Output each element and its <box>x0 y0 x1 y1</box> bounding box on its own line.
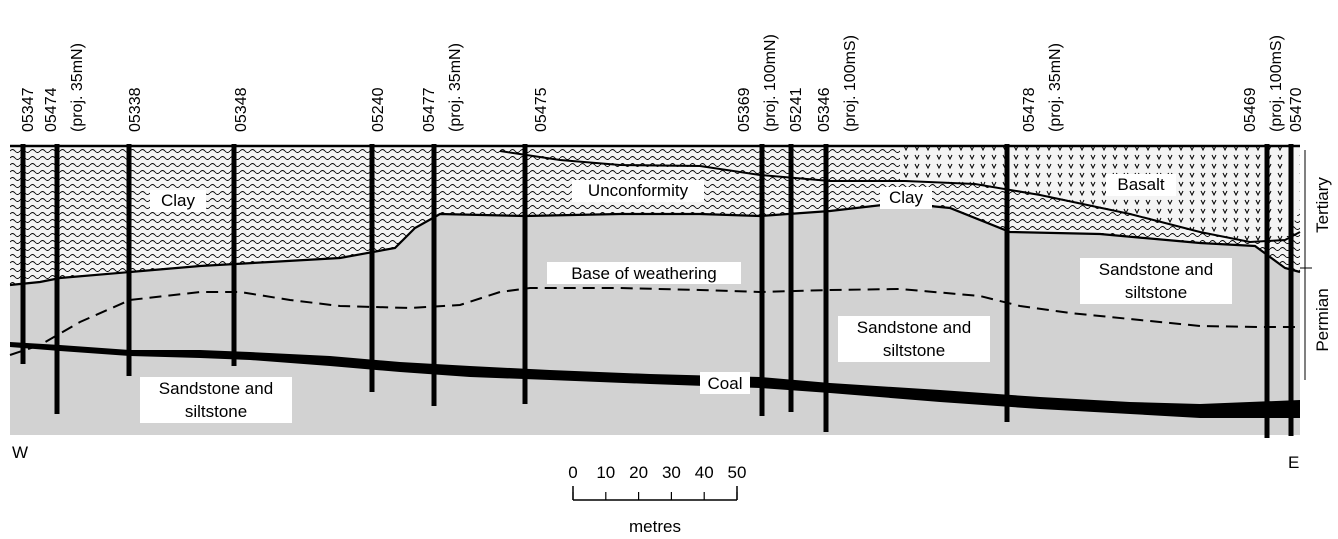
scale-tick-label: 30 <box>662 463 681 482</box>
well-projection-label: (proj. 35mN) <box>69 43 86 132</box>
sandstone-label-right-group: Sandstone and siltstone <box>1080 258 1232 304</box>
well-id-label: 05469 <box>1242 87 1259 132</box>
scale-tick-label: 10 <box>596 463 615 482</box>
scale-tick-label: 20 <box>629 463 648 482</box>
well-id-label: 05369 <box>736 87 753 132</box>
scale-tick-label: 50 <box>728 463 747 482</box>
unconformity-line <box>499 150 1301 244</box>
basalt-body <box>900 145 1300 242</box>
clay-label-left-group: Clay <box>150 190 206 212</box>
unconformity-label: Unconformity <box>588 181 689 200</box>
basalt-label-group: Basalt <box>1106 174 1176 196</box>
west-label: W <box>12 443 28 462</box>
clay-label-left: Clay <box>161 191 196 210</box>
permian-label: Permian <box>1313 288 1332 351</box>
well-labels: 05347 05474 (proj. 35mN) 05338 05348 05240 054… <box>20 34 1305 132</box>
basalt-label: Basalt <box>1117 175 1165 194</box>
well-id-label: 05474 <box>43 87 60 132</box>
sandstone-label-right-line1: Sandstone and <box>1099 260 1213 279</box>
base-of-weathering-line <box>9 287 1300 356</box>
boreholes <box>20 144 1294 438</box>
well-id-label: 05346 <box>816 87 833 132</box>
well-id-label: 05478 <box>1021 87 1038 132</box>
sandstone-label-mid-line1: Sandstone and <box>857 318 971 337</box>
base-weathering-label: Base of weathering <box>571 264 717 283</box>
scale-tick-label: 0 <box>568 463 577 482</box>
well-id-label: 05338 <box>127 87 144 132</box>
coal-label-group: Coal <box>700 372 750 394</box>
coal-seam <box>10 342 1300 418</box>
well-projection-label: (proj. 100mS) <box>1268 35 1285 132</box>
well-id-label: 05470 <box>1288 87 1305 132</box>
clay-label-right-group: Clay <box>880 187 932 209</box>
well-id-label: 05348 <box>233 87 250 132</box>
well-id-label: 05240 <box>370 87 387 132</box>
base-of-clay-line <box>9 201 1301 287</box>
sandstone-label-left-group: Sandstone and siltstone <box>140 377 292 423</box>
tertiary-label: Tertiary <box>1313 177 1332 233</box>
sandstone-label-mid-group: Sandstone and siltstone <box>838 316 990 362</box>
well-id-label: 05241 <box>788 87 805 132</box>
well-id-label: 05347 <box>20 87 37 132</box>
clay-label-right: Clay <box>889 188 924 207</box>
sandstone-label-mid-line2: siltstone <box>883 341 945 360</box>
coal-label: Coal <box>708 374 743 393</box>
sandstone-label-left-line2: siltstone <box>185 402 247 421</box>
scale-tick-label: 40 <box>695 463 714 482</box>
east-label: E <box>1288 453 1299 472</box>
well-projection-label: (proj. 35mN) <box>447 43 464 132</box>
scale-unit-label: metres <box>629 517 681 536</box>
sandstone-label-left-line1: Sandstone and <box>159 379 273 398</box>
well-id-label: 05477 <box>421 87 438 132</box>
sandstone-label-right-line2: siltstone <box>1125 283 1187 302</box>
base-weathering-label-group: Base of weathering <box>547 262 741 284</box>
well-projection-label: (proj. 100mN) <box>762 34 779 132</box>
well-projection-label: (proj. 35mN) <box>1047 43 1064 132</box>
well-projection-label: (proj. 100mS) <box>842 35 859 132</box>
scale-bar: 0 10 20 30 40 50 metres <box>568 463 746 536</box>
unconformity-label-group: Unconformity <box>572 180 704 202</box>
well-id-label: 05475 <box>533 87 550 132</box>
